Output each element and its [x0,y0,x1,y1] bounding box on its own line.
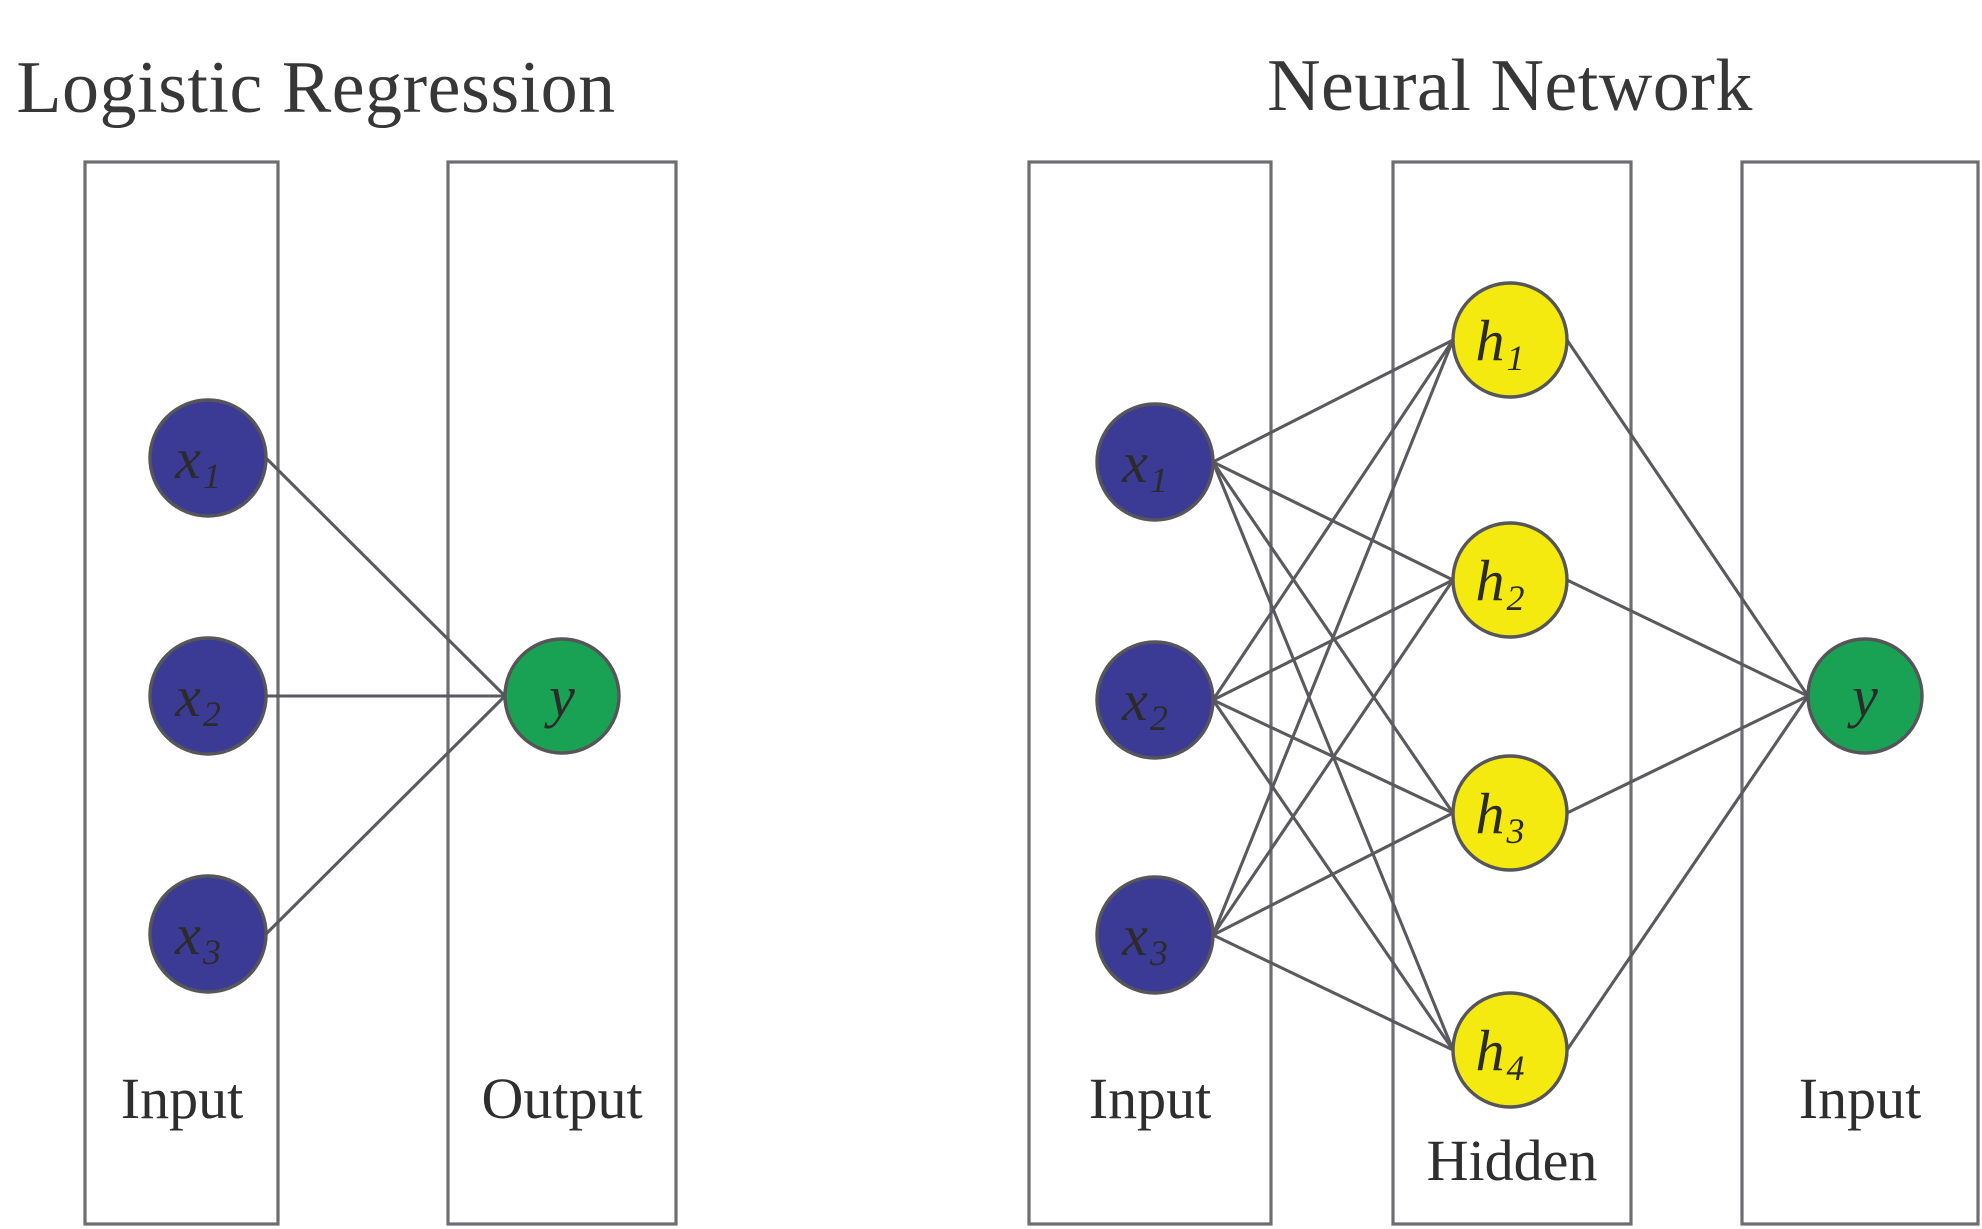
node-circle-nn-h2[interactable] [1451,521,1569,639]
edge-lr-x1-to-lr-y [264,456,507,698]
node-label-nn-h1: h1 [1476,308,1525,379]
edge-nn-x3-to-nn-h4 [1211,933,1455,1052]
node-circle-nn-y[interactable] [1806,637,1924,755]
edge-nn-h1-to-nn-y [1565,338,1810,698]
node-circle-nn-h4[interactable] [1451,991,1569,1109]
node-label-nn-h2: h2 [1476,548,1525,619]
node-lr-x1[interactable]: x1 [148,398,268,518]
node-nn-h2[interactable]: h2 [1451,521,1569,639]
title-right: Neural Network [1267,45,1753,127]
node-nn-h1[interactable]: h1 [1451,281,1569,399]
node-label-nn-x2: x2 [1121,668,1168,739]
node-circle-lr-x3[interactable] [148,874,268,994]
edge-nn-h4-to-nn-y [1565,694,1810,1052]
node-label-nn-x3: x3 [1121,903,1168,974]
node-circle-nn-x3[interactable] [1095,875,1215,995]
node-nn-x1[interactable]: x1 [1095,402,1215,522]
layer-boxes-group [83,160,1980,1226]
node-circle-nn-x1[interactable] [1095,402,1215,522]
node-nn-x3[interactable]: x3 [1095,875,1215,995]
title-left: Logistic Regression [16,47,615,129]
edge-nn-h3-to-nn-y [1565,694,1810,815]
node-nn-y[interactable]: y [1806,637,1924,755]
node-label-nn-y: y [1847,664,1878,729]
node-circle-lr-y[interactable] [503,637,621,755]
node-label-lr-x3: x3 [174,902,221,973]
edge-nn-x1-to-nn-h1 [1211,338,1455,464]
edges-group [264,338,1810,1052]
node-circle-nn-x2[interactable] [1095,640,1215,760]
node-lr-y[interactable]: y [503,637,621,755]
edge-nn-h2-to-nn-y [1565,578,1810,698]
edge-lr-x3-to-lr-y [264,694,507,936]
node-label-nn-h3: h3 [1476,781,1525,852]
node-label-lr-y: y [544,664,575,729]
node-nn-h4[interactable]: h4 [1451,991,1569,1109]
nodes-group: x1 x2 x3 y x1 x2 x3 h1 h2 h3 h4 y [148,281,1924,1109]
node-circle-nn-h3[interactable] [1451,754,1569,872]
node-nn-h3[interactable]: h3 [1451,754,1569,872]
node-circle-lr-x1[interactable] [148,398,268,518]
node-label-nn-h4: h4 [1476,1018,1525,1089]
edge-nn-x3-to-nn-h1 [1211,338,1455,937]
cap-lr-output: Output [481,1066,642,1131]
diagram-titles-group: Logistic Regression Neural Network [16,45,1753,129]
node-nn-x2[interactable]: x2 [1095,640,1215,760]
node-label-lr-x1: x1 [174,426,221,497]
cap-nn-hidden: Hidden [1427,1128,1598,1193]
edge-nn-x3-to-nn-h2 [1211,578,1455,937]
edge-nn-x3-to-nn-h3 [1211,811,1455,937]
node-label-lr-x2: x2 [174,664,221,735]
node-circle-lr-x2[interactable] [148,636,268,756]
cap-nn-output: Input [1799,1066,1921,1131]
edge-nn-x2-to-nn-h1 [1211,338,1455,702]
node-lr-x2[interactable]: x2 [148,636,268,756]
node-label-nn-x1: x1 [1121,430,1168,501]
node-circle-nn-h1[interactable] [1451,281,1569,399]
cap-lr-input: Input [121,1066,243,1131]
node-lr-x3[interactable]: x3 [148,874,268,994]
cap-nn-input: Input [1089,1066,1211,1131]
